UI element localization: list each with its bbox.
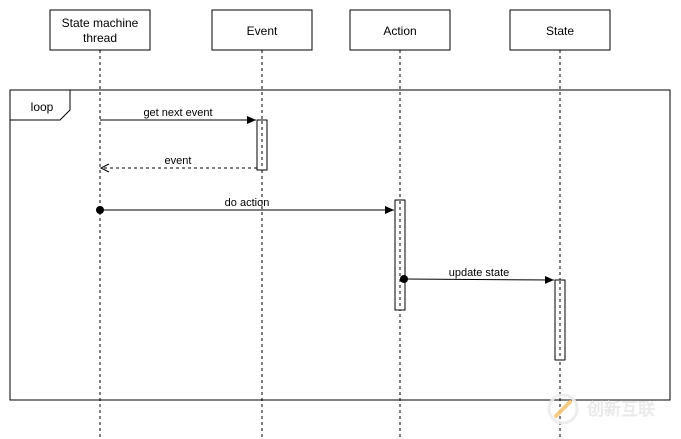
message-event-return: event (99, 155, 257, 173)
participant-label: Action (383, 24, 416, 38)
watermark-logo-icon (547, 393, 579, 425)
message-label: get next event (143, 107, 212, 119)
message-label: do action (225, 197, 270, 209)
open-arrowhead (99, 163, 110, 173)
watermark: 创新互联 (547, 393, 655, 425)
loop-frame-label: loop (31, 100, 54, 114)
participant-label-line1: State machine (62, 16, 139, 30)
watermark-text: 创新互联 (586, 399, 655, 420)
participant-label: State (546, 24, 574, 38)
participant-label-line2: thread (83, 31, 117, 45)
participant-state: State (509, 9, 611, 51)
participant-label: Event (247, 24, 278, 38)
message-do-action: do action (96, 197, 394, 214)
message-get-next-event: get next event (100, 107, 256, 124)
participant-state-machine-thread: State machine thread (49, 9, 151, 51)
loop-frame: loop (9, 89, 671, 401)
message-label: event (165, 155, 192, 167)
participant-action: Action (349, 9, 451, 51)
message-label: update state (449, 267, 510, 279)
loop-frame-tab (10, 90, 71, 121)
message-update-state: update state (400, 267, 555, 284)
participant-event: Event (211, 9, 313, 51)
